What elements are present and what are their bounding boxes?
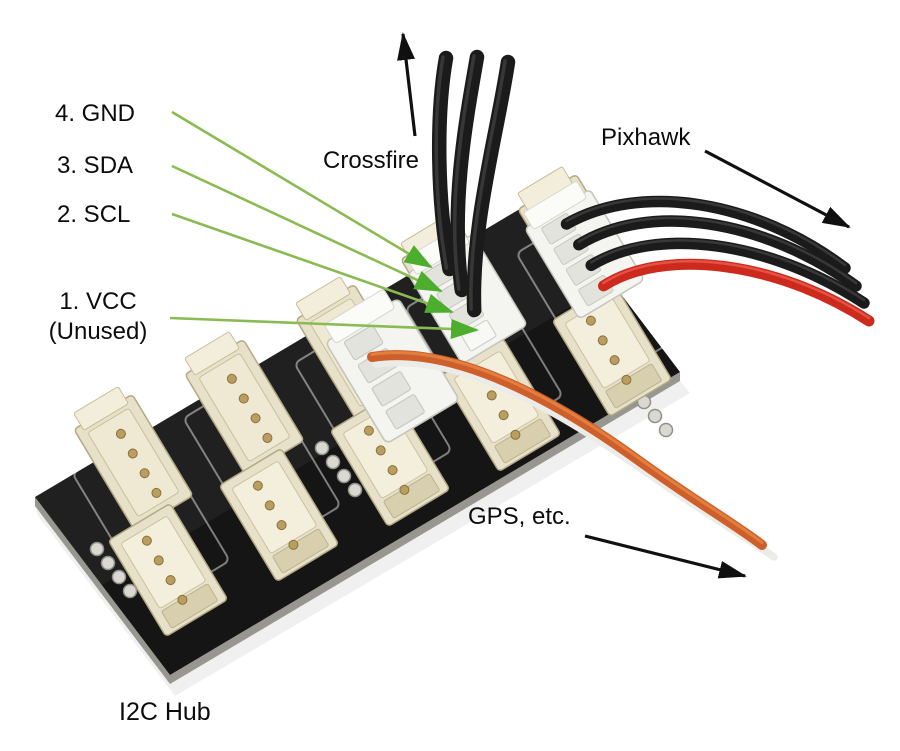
sda-pointer-line — [171, 164, 443, 293]
pin-pointer-lines — [169, 110, 479, 339]
gps-label: GPS, etc. — [468, 503, 571, 530]
pin2-scl-label: 2. SCL — [57, 201, 131, 228]
pixhawk-red-wire — [598, 258, 875, 327]
crossfire-cable-highlights — [434, 54, 507, 311]
i2c-hub-caption: I2C Hub — [119, 698, 211, 726]
pin4-gnd-label: 4. GND — [55, 100, 136, 127]
pixhawk-black-wires — [560, 195, 870, 309]
pin3-sda-label: 3. SDA — [57, 152, 134, 179]
pin1-vcc-label-line2: (Unused) — [48, 318, 148, 345]
gps-orange-wire-highlight — [370, 351, 764, 544]
pixhawk-arrow — [704, 149, 851, 229]
gps-orange-wire — [367, 350, 767, 550]
crossfire-cables — [431, 49, 516, 318]
crossfire-label: Crossfire — [323, 147, 420, 174]
gps-arrow — [584, 534, 747, 579]
pixhawk-label: Pixhawk — [601, 124, 691, 151]
pin1-vcc-label-line1: 1. VCC — [59, 288, 137, 315]
pin1-vcc-label: 1. VCC (Unused) — [22, 287, 174, 347]
gnd-pointer-line — [171, 110, 433, 269]
pixhawk-wire-highlights — [565, 197, 871, 320]
crossfire-arrow — [397, 32, 417, 137]
scl-pointer-line — [171, 212, 454, 314]
direction-arrows — [397, 32, 851, 579]
vcc-pointer-line — [169, 316, 479, 339]
